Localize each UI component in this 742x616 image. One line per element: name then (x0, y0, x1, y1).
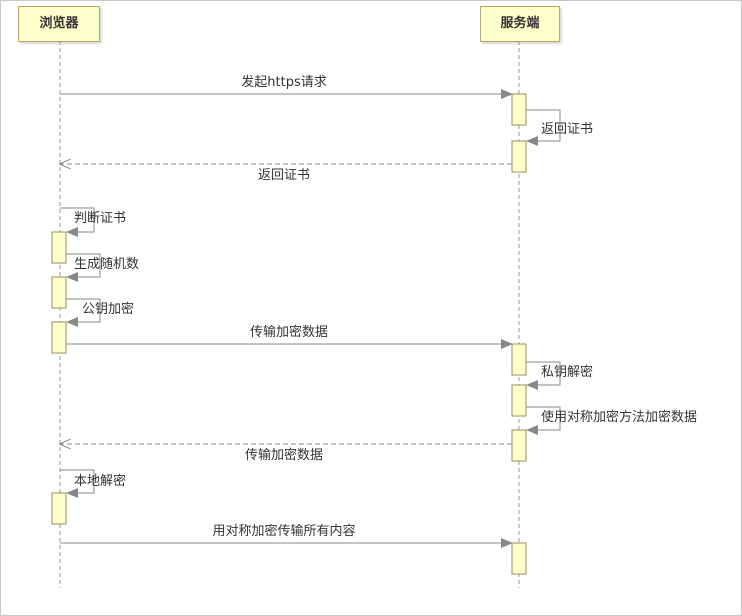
activation-box (511, 343, 527, 376)
activation-box (511, 93, 527, 126)
self-message-arrow (66, 253, 101, 282)
self-message-arrow (526, 109, 561, 146)
self-message-arrow (66, 298, 101, 327)
message-label: 生成随机数 (74, 257, 139, 272)
activation-box (511, 140, 527, 173)
message-label: 传输加密数据 (245, 447, 323, 463)
self-message-arrow (526, 361, 561, 390)
message-label: 传输加密数据 (250, 324, 328, 340)
message-label: 发起https请求 (241, 74, 326, 90)
participant-server: 服务端 (480, 6, 560, 42)
message-label: 公钥加密 (82, 301, 134, 317)
activation-box (51, 276, 67, 309)
message-label: 私钥解密 (541, 364, 593, 380)
activation-box (511, 384, 527, 417)
message-label: 返回证书 (258, 168, 310, 183)
activation-box (51, 321, 67, 354)
activation-box (51, 492, 67, 525)
message-label: 用对称加密传输所有内容 (212, 523, 355, 539)
activation-box (511, 429, 527, 462)
message-label: 返回证书 (541, 122, 593, 137)
self-message-arrow (526, 406, 561, 435)
self-message-arrow (60, 469, 95, 498)
activation-box (511, 542, 527, 575)
message-label: 判断证书 (74, 211, 126, 226)
self-message-arrow (60, 207, 95, 237)
message-label: 使用对称加密方法加密数据 (541, 409, 697, 425)
participant-browser: 浏览器 (18, 6, 100, 42)
activation-box (51, 231, 67, 264)
message-label: 本地解密 (74, 473, 126, 489)
